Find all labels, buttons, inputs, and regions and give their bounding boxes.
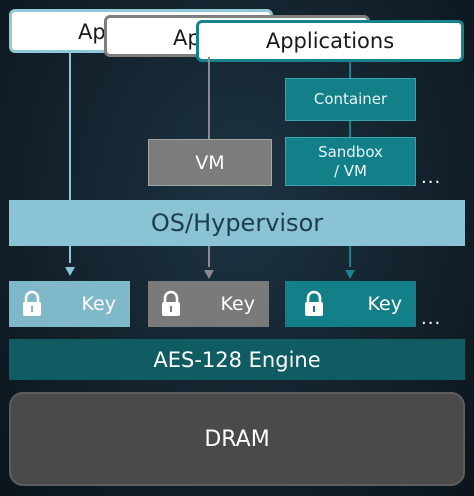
sandbox-vm-box: Sandbox / VM <box>285 137 416 186</box>
key-box-1: Key <box>9 281 130 327</box>
vm-box: VM <box>148 139 272 186</box>
key-label-3: Key <box>367 293 402 315</box>
connector-line-3a <box>349 62 351 78</box>
key-box-3: Key <box>285 281 416 327</box>
key-label-1: Key <box>81 293 116 315</box>
vm-label: VM <box>195 151 225 174</box>
key-box-2: Key <box>148 281 269 327</box>
sandbox-vm-label: Sandbox / VM <box>318 142 383 180</box>
applications-card-3: Applications <box>196 20 464 62</box>
container-label: Container <box>313 90 388 109</box>
container-box: Container <box>285 78 416 121</box>
os-hypervisor-layer: OS/Hypervisor <box>9 200 465 246</box>
dram-block: DRAM <box>9 392 465 486</box>
connector-arrow-3 <box>345 270 355 279</box>
lock-icon <box>160 290 182 318</box>
connector-arrow-2 <box>204 270 214 279</box>
connector-line-1 <box>69 53 71 263</box>
ellipsis-upper: ... <box>421 167 442 188</box>
connector-arrow-1 <box>65 267 75 276</box>
aes-engine-label: AES-128 Engine <box>153 347 321 372</box>
aes-engine-layer: AES-128 Engine <box>9 339 465 380</box>
applications-label-3: Applications <box>265 29 395 53</box>
connector-line-3c <box>349 121 351 137</box>
dram-label: DRAM <box>204 426 270 452</box>
connector-line-3b <box>349 246 351 267</box>
key-label-2: Key <box>220 293 255 315</box>
ellipsis-lower: ... <box>421 308 442 329</box>
connector-line-2b <box>208 246 210 267</box>
lock-icon <box>303 290 325 318</box>
connector-line-2a <box>208 57 210 139</box>
os-hypervisor-label: OS/Hypervisor <box>150 209 324 237</box>
lock-icon <box>21 290 43 318</box>
